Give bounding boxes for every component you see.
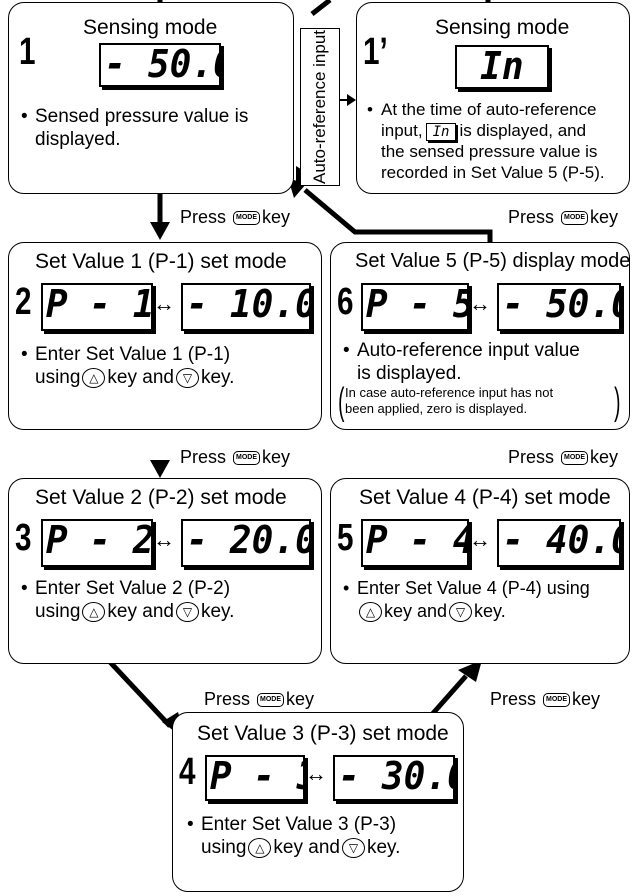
mode-5-box: 5 Set Value 4 (P-4) set mode P - 4 ↔ - 4… [330, 478, 630, 664]
mode-1-box: 1 Sensing mode - 50.0 •Sensed pressure v… [8, 2, 294, 194]
display-right: - 50.0 [497, 283, 621, 331]
display-inline: In [425, 122, 457, 141]
mode-title: Sensing mode [83, 16, 218, 39]
display-right: - 40.0 [497, 519, 621, 567]
display-right: - 10.0 [181, 283, 311, 331]
down-key-icon: ▽ [449, 602, 473, 623]
display-left: P - 5 [361, 283, 469, 331]
display-right: - 20.0 [181, 519, 311, 567]
down-key-icon: ▽ [175, 367, 199, 388]
display-left: P - 4 [361, 519, 469, 567]
up-key-icon: △ [82, 367, 106, 388]
mode-note: In case auto-reference input has not bee… [345, 385, 554, 416]
display-readout: In [455, 45, 549, 89]
mode-number: 5 [337, 517, 354, 559]
mode-title: Set Value 5 (P-5) display mode [355, 250, 631, 272]
mode-description: •Auto-reference input value is displayed… [343, 340, 580, 384]
mode-description: •Sensed pressure value is displayed. [21, 106, 249, 150]
alternating-arrow-icon: ↔ [153, 291, 175, 316]
mode-description: •Enter Set Value 1 (P-1) using△key and▽k… [21, 344, 235, 388]
mode-1-prime-box: 1’ Sensing mode In •At the time of auto-… [356, 2, 630, 194]
mode-key-icon: MODE [561, 211, 589, 226]
alternating-arrow-icon: ↔ [469, 291, 491, 316]
down-key-icon: ▽ [341, 837, 365, 858]
mode-description: •Enter Set Value 4 (P-4) using △key and▽… [343, 578, 590, 623]
display-left: P - 1 [41, 283, 153, 331]
display-left: P - 3 [205, 755, 305, 801]
mode-title: Set Value 4 (P-4) set mode [359, 486, 611, 509]
alternating-arrow-icon: ↔ [153, 527, 175, 552]
mode-number: 3 [15, 517, 32, 559]
mode-title: Sensing mode [435, 16, 570, 39]
auto-reference-label: Auto-reference input [300, 28, 340, 186]
mode-number: 4 [179, 751, 196, 793]
display-left: P - 2 [41, 519, 153, 567]
mode-number: 1 [19, 31, 36, 73]
alternating-arrow-icon: ↔ [305, 761, 327, 786]
mode-3-box: 3 Set Value 2 (P-2) set mode P - 2 ↔ - 2… [8, 478, 322, 664]
mode-2-box: 2 Set Value 1 (P-1) set mode P - 1 ↔ - 1… [8, 242, 322, 430]
display-right: - 30.0 [333, 755, 455, 801]
mode-title: Set Value 3 (P-3) set mode [197, 722, 449, 745]
mode-description: •Enter Set Value 3 (P-3) using△key and▽k… [187, 814, 401, 858]
mode-number: 6 [337, 281, 354, 323]
display-readout: - 50.0 [99, 43, 221, 87]
mode-key-icon: MODE [561, 451, 589, 466]
up-key-icon: △ [359, 602, 382, 623]
mode-title: Set Value 2 (P-2) set mode [35, 486, 287, 509]
mode-number: 1’ [363, 31, 388, 73]
down-key-icon: ▽ [175, 601, 199, 622]
up-key-icon: △ [248, 837, 272, 858]
up-key-icon: △ [82, 601, 106, 622]
mode-key-icon: MODE [233, 451, 261, 466]
mode-number: 2 [15, 281, 32, 323]
mode-key-icon: MODE [233, 211, 261, 226]
mode-6-box: 6 Set Value 5 (P-5) display mode P - 5 ↔… [330, 242, 630, 430]
mode-description: •Enter Set Value 2 (P-2) using△key and▽k… [21, 578, 235, 622]
mode-4-box: 4 Set Value 3 (P-3) set mode P - 3 ↔ - 3… [172, 712, 464, 892]
mode-key-icon: MODE [543, 693, 571, 708]
note-open-paren: ( [338, 381, 345, 423]
mode-title: Set Value 1 (P-1) set mode [35, 250, 287, 273]
alternating-arrow-icon: ↔ [469, 527, 491, 552]
mode-key-icon: MODE [257, 693, 285, 708]
note-close-paren: ) [614, 381, 621, 423]
